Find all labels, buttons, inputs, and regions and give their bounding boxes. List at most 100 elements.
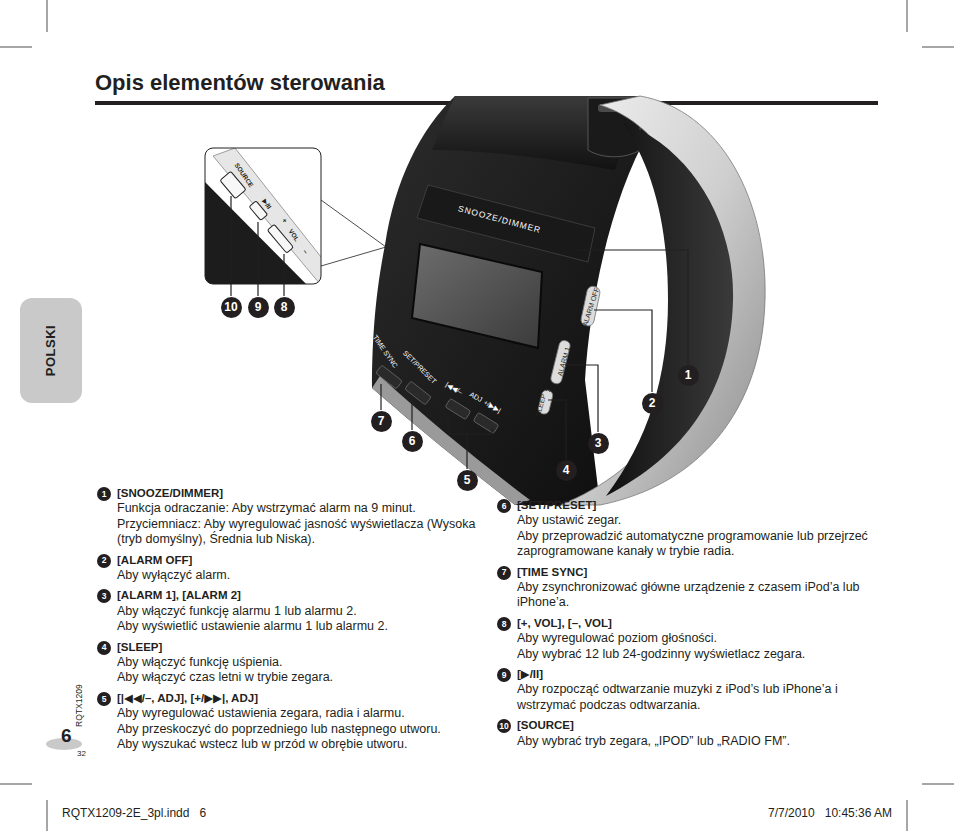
control-description: Aby wyświetlić ustawienie alarmu 1 lub a… — [117, 619, 477, 634]
callout-number: 6 — [502, 502, 507, 511]
inset-label: SOURCE — [233, 162, 255, 189]
callout-number: 2 — [102, 556, 107, 565]
list-marker: 10 — [497, 719, 511, 733]
control-heading: [▶/II] — [517, 667, 877, 682]
print-date: 7/7/2010 10:45:36 AM — [768, 807, 892, 821]
crop-mark — [47, 800, 48, 831]
callout-number: 10 — [221, 297, 242, 318]
leader-lines — [231, 196, 688, 469]
speaker — [606, 122, 733, 496]
page-title: Opis elementów sterowania — [95, 70, 385, 95]
clock-radio — [372, 96, 765, 505]
control-description: Aby przeskoczyć do poprzedniego lub nast… — [117, 722, 477, 737]
list-marker: 2 — [97, 554, 111, 568]
device-label: ALARM 1 — [556, 346, 572, 377]
zoom-lines — [321, 200, 386, 266]
list-marker: 8 — [497, 617, 511, 631]
control-heading: [+, VOL], [–, VOL] — [517, 616, 877, 631]
page-number: 6 — [61, 725, 72, 747]
next-button — [473, 412, 499, 433]
prev-button — [445, 398, 471, 419]
list-marker: 4 — [97, 641, 111, 655]
crop-mark — [0, 784, 32, 785]
crop-mark — [0, 47, 32, 48]
display — [412, 244, 542, 348]
device-body — [372, 96, 650, 505]
leader-line — [577, 250, 688, 364]
inset-label: – — [301, 248, 310, 256]
page-number: 32 — [77, 749, 86, 758]
control-description: Aby rozpocząć odtwarzanie muzyki z iPod’… — [517, 682, 877, 713]
zoom-line — [321, 247, 386, 266]
control-description: Aby wyszukać wstecz lub w przód w obrębi… — [117, 737, 477, 752]
device-label: +/▶▶| — [482, 399, 502, 415]
control-description: Aby włączyć czas letni w trybie zegara. — [117, 670, 477, 685]
callout-number: 7 — [371, 411, 392, 432]
callout-number: 5 — [457, 470, 478, 491]
language-name: POLSKI — [45, 325, 58, 376]
set-preset-button — [405, 381, 432, 405]
side-panel — [560, 96, 765, 505]
list-marker: 1 — [97, 487, 111, 501]
device-label: |◀◀/– — [444, 381, 464, 397]
callout-number: 4 — [563, 464, 570, 476]
callout-number: 3 — [595, 437, 602, 449]
control-description: Aby włączyć funkcję alarmu 1 lub alarmu … — [117, 604, 477, 619]
bottom-rim — [372, 376, 530, 505]
callout-number: 2 — [642, 393, 663, 414]
callout-number: 9 — [255, 301, 262, 313]
language-tab: POLSKI — [20, 298, 82, 403]
control-description: Przyciemniacz: Aby wyregulować jasność w… — [117, 517, 477, 548]
control-description: Aby zsynchronizować główne urządzenie z … — [517, 580, 877, 611]
leader-line — [565, 365, 598, 432]
leader-line — [594, 310, 652, 392]
device-label: TIME SYNC — [371, 334, 399, 370]
callout-number: 1 — [685, 369, 692, 381]
leader-line — [548, 400, 566, 459]
crop-mark — [907, 800, 908, 831]
inset-label: ▶/II — [261, 198, 273, 211]
document-code: RQTX1209 — [75, 684, 85, 727]
inset-label: VOL — [287, 228, 301, 243]
device-label: ALARM OFF — [581, 287, 601, 328]
callout-number: 1 — [678, 365, 699, 386]
callout-number: 6 — [409, 435, 416, 447]
zoom-inset — [205, 148, 325, 300]
inset-label: + — [280, 217, 289, 225]
inset-border — [205, 148, 321, 284]
leader-line — [257, 222, 258, 296]
alarm-button — [550, 339, 571, 384]
callout-number: 10 — [499, 722, 508, 731]
callout-number: 8 — [274, 297, 295, 318]
device-label: 2 — [544, 387, 553, 393]
control-description: Aby wyłączyć alarm. — [117, 568, 477, 583]
control-heading: [SET/PRESET] — [517, 498, 877, 513]
leader-line — [230, 196, 231, 296]
file-name: RQTX1209-2E_3pl.indd 6 — [62, 807, 206, 821]
control-heading: [ALARM OFF] — [117, 553, 477, 568]
callout-number: 8 — [281, 301, 288, 313]
callout-number: 8 — [502, 620, 507, 629]
inset-strip — [213, 148, 321, 284]
description-column: [SNOOZE/DIMMER]Funkcja odraczanie: Aby w… — [117, 486, 477, 753]
control-heading: [SNOOZE/DIMMER] — [117, 486, 477, 501]
control-description: Aby wyregulować poziom głośności. — [517, 631, 877, 646]
control-heading: [SOURCE] — [517, 718, 877, 733]
callout-number: 4 — [556, 460, 577, 481]
leader-line — [466, 434, 467, 469]
leader-line — [283, 254, 284, 296]
list-marker: 9 — [497, 668, 511, 682]
control-description: Aby przeprowadzić automatyczne programow… — [517, 529, 877, 560]
device-label: SNOOZE/DIMMER — [457, 204, 542, 236]
crop-mark — [907, 0, 908, 32]
callout-number: 5 — [102, 695, 107, 704]
description-column: [SET/PRESET]Aby ustawić zegar.Aby przepr… — [517, 498, 877, 749]
control-heading: [TIME SYNC] — [517, 565, 877, 580]
control-description: Funkcja odraczanie: Aby wstrzymać alarm … — [117, 501, 477, 516]
device-label: ADJ — [468, 391, 483, 405]
control-description: Aby wyregulować ustawienia zegara, radia… — [117, 706, 477, 721]
callout-number: 3 — [102, 592, 107, 601]
callout-number: 3 — [588, 433, 609, 454]
